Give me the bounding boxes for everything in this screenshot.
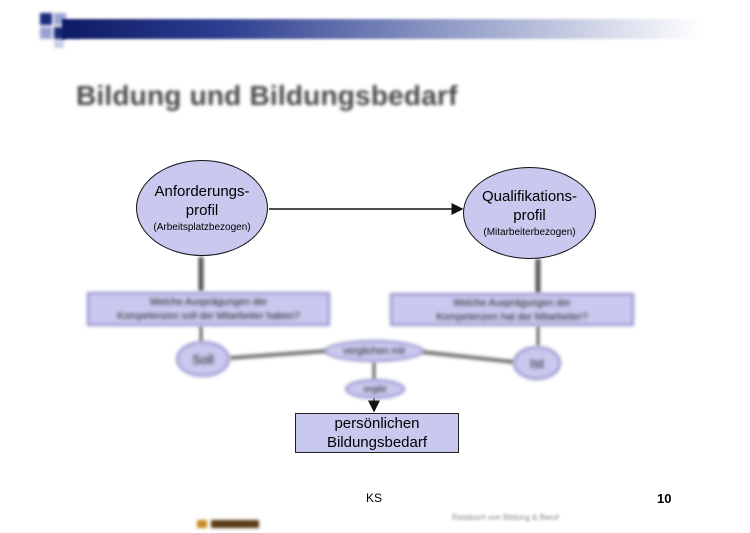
- node-anforderungsprofil: Anforderungs- profil (Arbeitsplatzbezoge…: [136, 160, 268, 256]
- question-box-soll-line1: Welche Ausprägungen der: [149, 297, 268, 308]
- header-gradient-bar: [62, 19, 702, 39]
- node-soll: Soll: [176, 341, 230, 377]
- question-box-ist-line2: Kompetenzen hat der Mitarbeiter?: [436, 312, 588, 323]
- node-qualifikationsprofil-line2: profil: [513, 207, 546, 224]
- question-box-ist-line1: Welche Ausprägungen der: [453, 298, 571, 309]
- node-anforderungsprofil-sub: (Arbeitsplatzbezogen): [153, 222, 251, 233]
- node-ist: Ist: [513, 346, 561, 380]
- node-bildungsbedarf: persönlichen Bildungsbedarf: [295, 413, 459, 453]
- node-bildungsbedarf-line2: Bildungsbedarf: [326, 434, 428, 451]
- node-qualifikationsprofil-sub: (Mitarbeiterbezogen): [483, 227, 576, 238]
- node-ergibt: ergibt: [345, 379, 405, 399]
- footer-logo: [197, 515, 261, 528]
- footer-page-number: 10: [657, 491, 672, 506]
- node-qualifikationsprofil: Qualifikations- profil (Mitarbeiterbezog…: [463, 167, 596, 259]
- page-title: Bildung und Bildungsbedarf: [76, 80, 458, 111]
- node-verglichen-mit: verglichen mit: [324, 340, 424, 362]
- question-box-soll-line2: Kompetenzen soll der Mitarbeiter haben?: [117, 311, 300, 322]
- question-box-ist: Welche Ausprägungen der Kompetenzen hat …: [390, 293, 634, 326]
- node-qualifikationsprofil-line1: Qualifikations-: [481, 188, 578, 205]
- node-anforderungsprofil-line1: Anforderungs-: [154, 183, 250, 200]
- footer-source: Ratsbuch von Bildung & Beruf: [452, 513, 559, 522]
- footer-author: KS: [366, 491, 383, 505]
- question-box-soll: Welche Ausprägungen der Kompetenzen soll…: [87, 292, 330, 326]
- node-anforderungsprofil-line2: profil: [185, 202, 219, 219]
- node-bildungsbedarf-line1: persönlichen: [334, 415, 420, 432]
